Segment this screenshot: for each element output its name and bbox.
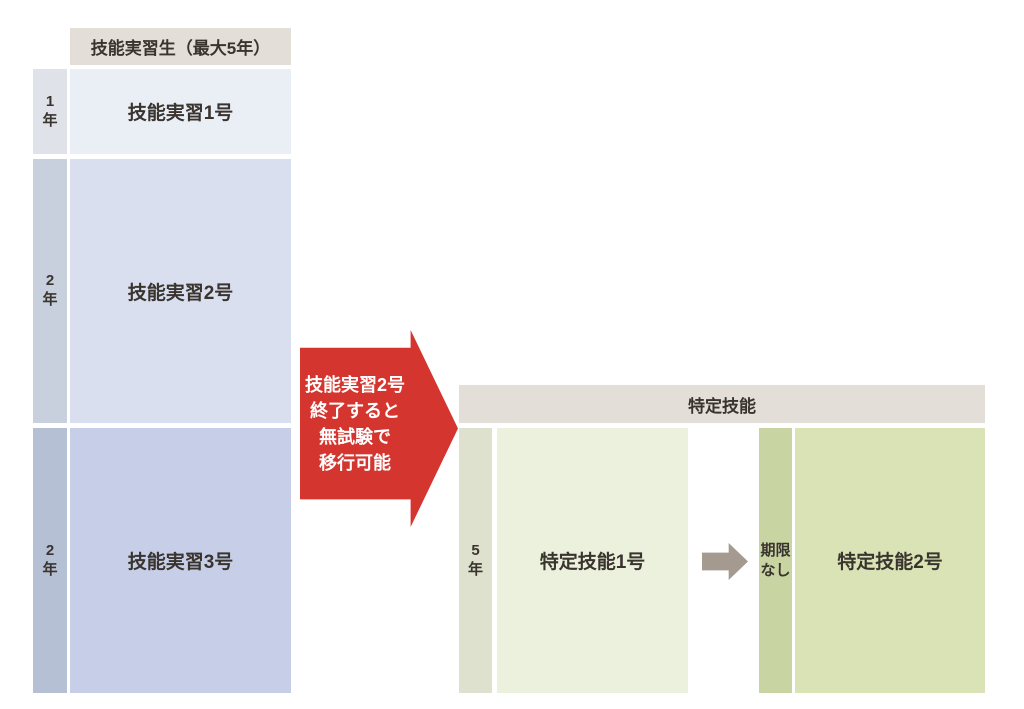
trainee-row2-cell: 技能実習2号 bbox=[70, 159, 291, 423]
trainee-row2-duration: 2年 bbox=[33, 159, 67, 423]
transition-arrow-line4: 移行可能 bbox=[319, 453, 391, 473]
trainee-row1-duration-label: 1年 bbox=[42, 92, 58, 129]
skilled-stage1-duration-label: 5年 bbox=[468, 541, 484, 578]
transition-arrow-line1: 技能実習2号 bbox=[304, 375, 405, 395]
skilled-stage1-duration: 5年 bbox=[459, 428, 492, 693]
skilled-stage2-cell: 特定技能2号 bbox=[795, 428, 985, 693]
skilled-stage2-duration-label: 期限なし bbox=[760, 542, 791, 579]
trainee-row3-duration: 2年 bbox=[33, 428, 67, 693]
transition-arrow-line3: 無試験で bbox=[319, 427, 391, 447]
trainee-row3-cell: 技能実習3号 bbox=[70, 428, 291, 693]
skilled-stage2-duration: 期限なし bbox=[759, 428, 792, 693]
trainee-row1-duration: 1年 bbox=[33, 69, 67, 154]
trainee-table-header: 技能実習生（最大5年） bbox=[70, 28, 291, 65]
trainee-row2-duration-label: 2年 bbox=[42, 272, 58, 308]
trainee-row1-cell: 技能実習1号 bbox=[70, 69, 291, 154]
skilled-table-header: 特定技能 bbox=[459, 385, 985, 423]
next-stage-arrow-icon bbox=[702, 543, 748, 580]
transition-arrow-line2: 終了すると bbox=[310, 401, 400, 421]
skilled-stage1-cell: 特定技能1号 bbox=[497, 428, 688, 693]
transition-arrow-text: 技能実習2号 終了すると 無試験で 移行可能 bbox=[300, 348, 410, 500]
trainee-row3-duration-label: 2年 bbox=[42, 541, 58, 578]
